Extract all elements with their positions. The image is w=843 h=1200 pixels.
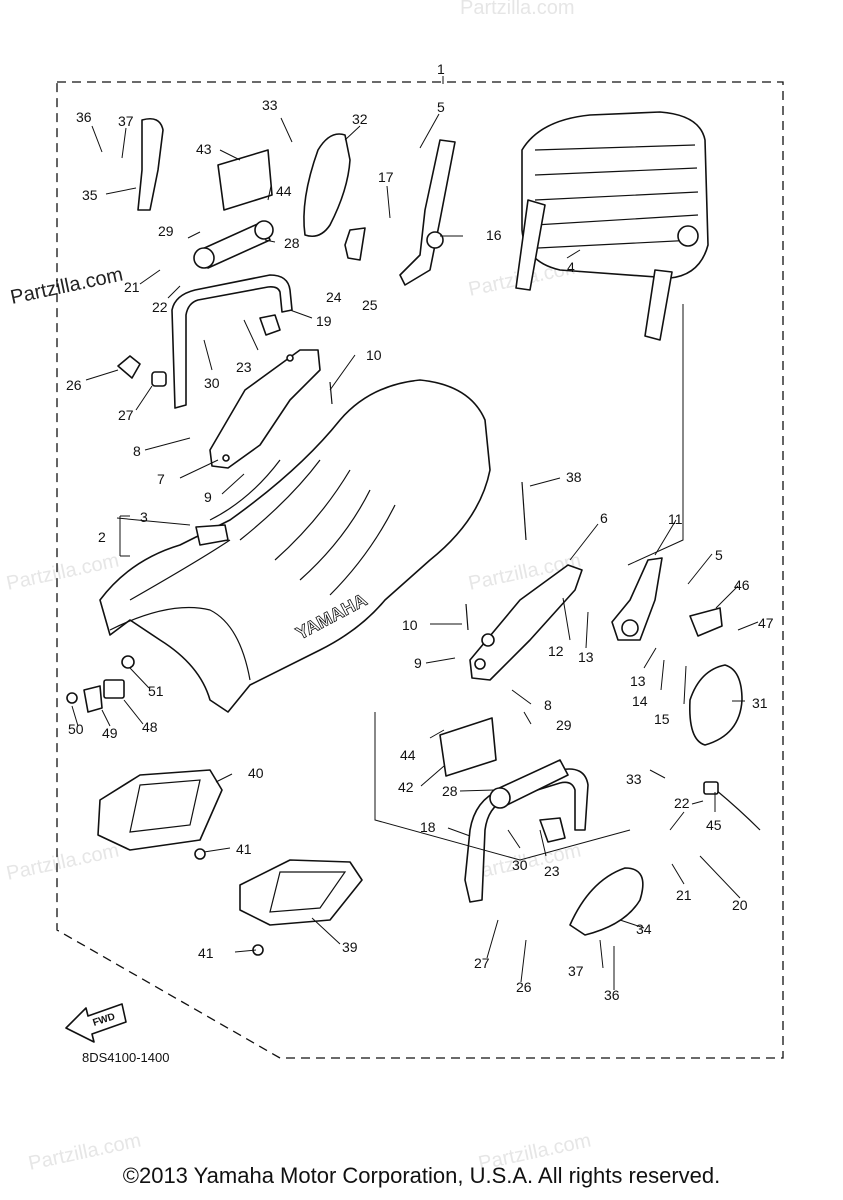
- callout-23b: 23: [544, 863, 560, 879]
- callout-40: 40: [248, 765, 264, 781]
- callout-23: 23: [236, 359, 252, 375]
- callout-13b: 13: [630, 673, 646, 689]
- fwd-arrow-icon: FWD: [65, 1003, 127, 1043]
- watermark: Partzilla.com: [4, 550, 121, 595]
- callout-25: 25: [362, 297, 378, 313]
- callout-4: 4: [567, 259, 575, 275]
- callout-2: 2: [98, 529, 106, 545]
- callout-45: 45: [706, 817, 722, 833]
- callout-15: 15: [654, 711, 670, 727]
- callout-31: 31: [752, 695, 768, 711]
- callout-30: 30: [204, 375, 220, 391]
- callout-20: 20: [732, 897, 748, 913]
- callout-6: 6: [600, 510, 608, 526]
- callouts: 1 2 3 4 5 5 6 7 8 8 9 9 10 10 11 12 13 1…: [66, 61, 774, 1003]
- backrest-brackets: [399, 139, 663, 641]
- callout-38: 38: [566, 469, 582, 485]
- callout-5: 5: [437, 99, 445, 115]
- callout-14: 14: [632, 693, 648, 709]
- callout-17: 17: [378, 169, 394, 185]
- callout-3: 3: [140, 509, 148, 525]
- small-parts: [66, 117, 761, 936]
- callout-18: 18: [420, 819, 436, 835]
- callout-16: 16: [486, 227, 502, 243]
- callout-49: 49: [102, 725, 118, 741]
- callout-29b: 29: [556, 717, 572, 733]
- watermark: Partzilla.com: [4, 840, 121, 885]
- watermark: Partzilla.com: [460, 0, 574, 19]
- callout-1: 1: [437, 61, 445, 77]
- callout-44b: 44: [400, 747, 416, 763]
- backrest: [515, 111, 709, 341]
- callout-37b: 37: [568, 963, 584, 979]
- assembly-boundary: [56, 81, 784, 1059]
- callout-33: 33: [262, 97, 278, 113]
- callout-39: 39: [342, 939, 358, 955]
- callout-10b: 10: [402, 617, 418, 633]
- watermark-main: Partzilla.com: [8, 264, 125, 309]
- callout-42: 42: [398, 779, 414, 795]
- callout-26b: 26: [516, 979, 532, 995]
- left-grab-rail: [171, 274, 321, 469]
- copyright-footer: ©2013 Yamaha Motor Corporation, U.S.A. A…: [122, 1163, 721, 1188]
- callout-46: 46: [734, 577, 750, 593]
- callout-50: 50: [68, 721, 84, 737]
- callout-41: 41: [236, 841, 252, 857]
- callout-21: 21: [124, 279, 140, 295]
- callout-24: 24: [326, 289, 342, 305]
- callout-10: 10: [366, 347, 382, 363]
- callout-9b: 9: [414, 655, 422, 671]
- callout-43: 43: [196, 141, 212, 157]
- callout-27b: 27: [474, 955, 490, 971]
- callout-35: 35: [82, 187, 98, 203]
- callout-8b: 8: [544, 697, 552, 713]
- callout-29: 29: [158, 223, 174, 239]
- callout-26: 26: [66, 377, 82, 393]
- callout-27: 27: [118, 407, 134, 423]
- callout-34: 34: [636, 921, 652, 937]
- callout-11: 11: [668, 511, 683, 527]
- callout-48: 48: [142, 719, 158, 735]
- callout-5b: 5: [715, 547, 723, 563]
- callout-30b: 30: [512, 857, 528, 873]
- callout-28: 28: [284, 235, 300, 251]
- callout-22: 22: [152, 299, 168, 315]
- callout-8: 8: [133, 443, 141, 459]
- callout-19: 19: [316, 313, 332, 329]
- callout-51: 51: [148, 683, 164, 699]
- callout-44: 44: [276, 183, 292, 199]
- footrests: [97, 769, 363, 956]
- callout-28b: 28: [442, 783, 458, 799]
- callout-41b: 41: [198, 945, 214, 961]
- callout-21b: 21: [676, 887, 692, 903]
- callout-7: 7: [157, 471, 165, 487]
- callout-36: 36: [76, 109, 92, 125]
- callout-33b: 33: [626, 771, 642, 787]
- callout-9: 9: [204, 489, 212, 505]
- callout-13: 13: [578, 649, 594, 665]
- callout-22b: 22: [674, 795, 690, 811]
- callout-36b: 36: [604, 987, 620, 1003]
- diagram-code: 8DS4100-1400: [82, 1050, 169, 1065]
- callout-37: 37: [118, 113, 134, 129]
- leader-lines: [71, 113, 759, 990]
- callout-47: 47: [758, 615, 774, 631]
- callout-12: 12: [548, 643, 564, 659]
- callout-32: 32: [352, 111, 368, 127]
